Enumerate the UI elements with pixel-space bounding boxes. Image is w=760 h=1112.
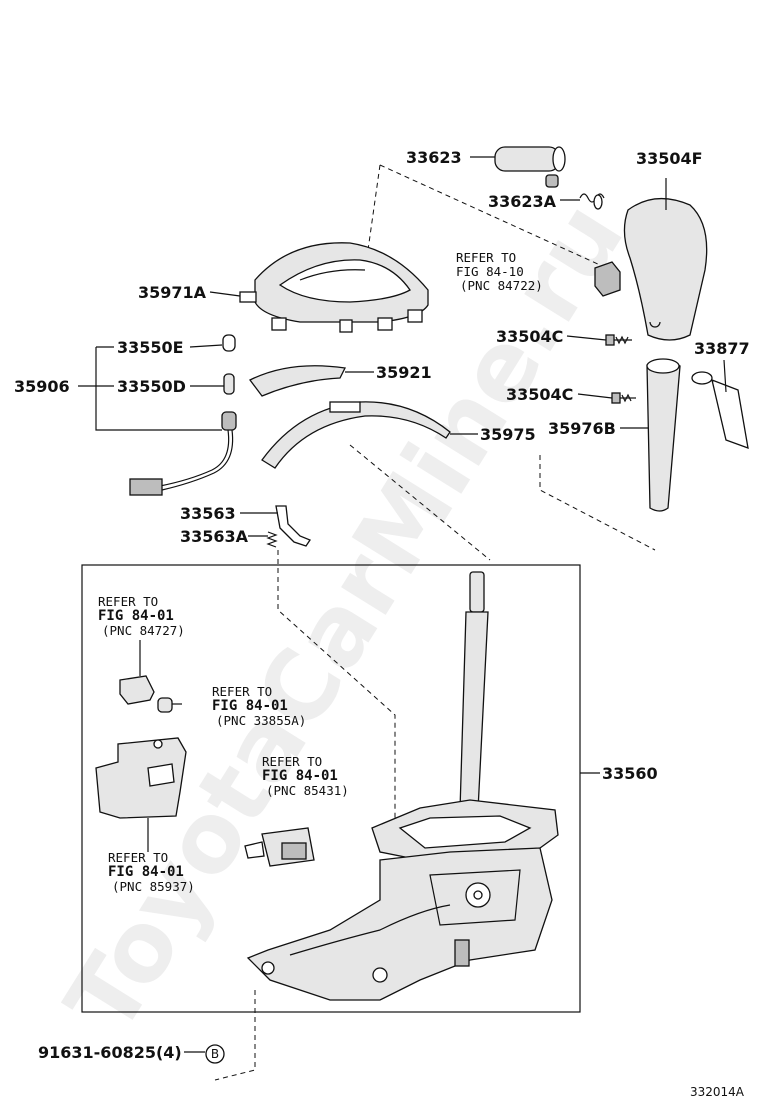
part-33623A-drawing xyxy=(579,193,605,210)
bolt-33855A-drawing xyxy=(157,697,182,713)
svg-text:REFER TO: REFER TO xyxy=(108,850,168,865)
ref-note-85431: REFER TO FIG 84-01 (PNC 85431) xyxy=(262,754,349,798)
part-33550E-drawing xyxy=(222,334,236,352)
guide-line xyxy=(214,990,256,1081)
ref-note-85937: REFER TO FIG 84-01 (PNC 85937) xyxy=(108,850,195,894)
leader-35971A xyxy=(209,291,241,297)
part-33550D-drawing xyxy=(223,373,235,395)
label-33504C-b: 33504C xyxy=(506,385,573,404)
svg-text:(PNC 85431): (PNC 85431) xyxy=(266,783,349,798)
svg-text:(PNC 84727): (PNC 84727) xyxy=(102,623,185,638)
label-33504C-a: 33504C xyxy=(496,327,563,346)
svg-text:(PNC 85937): (PNC 85937) xyxy=(112,879,195,894)
part-33504F-drawing xyxy=(623,197,708,341)
clip-84722-drawing xyxy=(594,261,621,297)
marker-b-label: B xyxy=(211,1047,219,1061)
guide-line xyxy=(379,164,601,266)
ref-note-84727: REFER TO FIG 84-01 (PNC 84727) xyxy=(98,594,185,638)
part-35906-harness xyxy=(129,411,237,496)
guide-line xyxy=(277,550,396,830)
leader-33877 xyxy=(723,359,727,393)
shift-lever-assembly-drawing xyxy=(246,571,559,1001)
part-35971A-drawing xyxy=(239,242,429,333)
svg-text:FIG 84-01: FIG 84-01 xyxy=(262,768,338,784)
connector-84727-drawing xyxy=(119,640,155,705)
svg-text:(PNC 84722): (PNC 84722) xyxy=(460,278,543,293)
label-35971A: 35971A xyxy=(138,283,207,302)
label-91631-60825: 91631-60825(4) xyxy=(38,1043,182,1062)
label-33623A: 33623A xyxy=(488,192,557,211)
figure-id: 332014A xyxy=(690,1085,745,1099)
label-33563A: 33563A xyxy=(180,527,249,546)
svg-text:FIG 84-01: FIG 84-01 xyxy=(98,608,174,624)
screw-33504C-a-drawing xyxy=(605,334,632,346)
leader-33504C-b xyxy=(577,393,613,399)
part-35975-drawing xyxy=(261,401,451,469)
bracket-85937-drawing xyxy=(95,737,187,852)
guide-line xyxy=(367,164,381,251)
label-35906: 35906 xyxy=(14,377,70,396)
ref-note-33855A: REFER TO FIG 84-01 (PNC 33855A) xyxy=(212,684,306,728)
leader-35906 xyxy=(78,346,222,431)
shaft-top xyxy=(646,358,680,374)
svg-text:FIG 84-01: FIG 84-01 xyxy=(108,864,184,880)
part-33563-drawing xyxy=(275,505,311,547)
label-35921: 35921 xyxy=(376,363,432,382)
label-35975: 35975 xyxy=(480,425,536,444)
svg-text:(PNC 33855A): (PNC 33855A) xyxy=(216,713,306,728)
label-33623: 33623 xyxy=(406,148,462,167)
knob-screw-hole xyxy=(649,321,661,328)
svg-text:REFER TO: REFER TO xyxy=(212,684,272,699)
label-33550E: 33550E xyxy=(117,338,184,357)
label-33504F: 33504F xyxy=(636,149,703,168)
cover-tab xyxy=(329,401,361,413)
label-35976B: 35976B xyxy=(548,419,616,438)
part-35921-drawing xyxy=(249,365,346,397)
part-33563A-drawing xyxy=(266,531,278,548)
label-33563: 33563 xyxy=(180,504,236,523)
svg-text:REFER TO: REFER TO xyxy=(262,754,322,769)
marker-b-circle xyxy=(205,1044,225,1064)
label-33550D: 33550D xyxy=(117,377,186,396)
leader-33504C-a xyxy=(566,335,607,341)
part-33877-drawing xyxy=(691,371,749,449)
assembly-33560-box xyxy=(81,564,581,1013)
leader-33550E xyxy=(189,344,223,348)
guide-line xyxy=(539,455,656,551)
label-33877: 33877 xyxy=(694,339,750,358)
sensor-85431-drawing xyxy=(244,827,315,867)
part-33623-drawing xyxy=(494,146,566,188)
svg-text:REFER TO: REFER TO xyxy=(456,250,516,265)
ref-note-84722: REFER TO FIG 84-10 (PNC 84722) xyxy=(456,250,543,293)
svg-text:FIG 84-01: FIG 84-01 xyxy=(212,698,288,714)
svg-text:REFER TO: REFER TO xyxy=(98,594,158,609)
svg-text:FIG 84-10: FIG 84-10 xyxy=(456,264,524,279)
label-33560: 33560 xyxy=(602,764,658,783)
guide-line xyxy=(349,444,491,561)
part-35976B-drawing xyxy=(646,360,681,512)
screw-33504C-b-drawing xyxy=(611,392,636,404)
